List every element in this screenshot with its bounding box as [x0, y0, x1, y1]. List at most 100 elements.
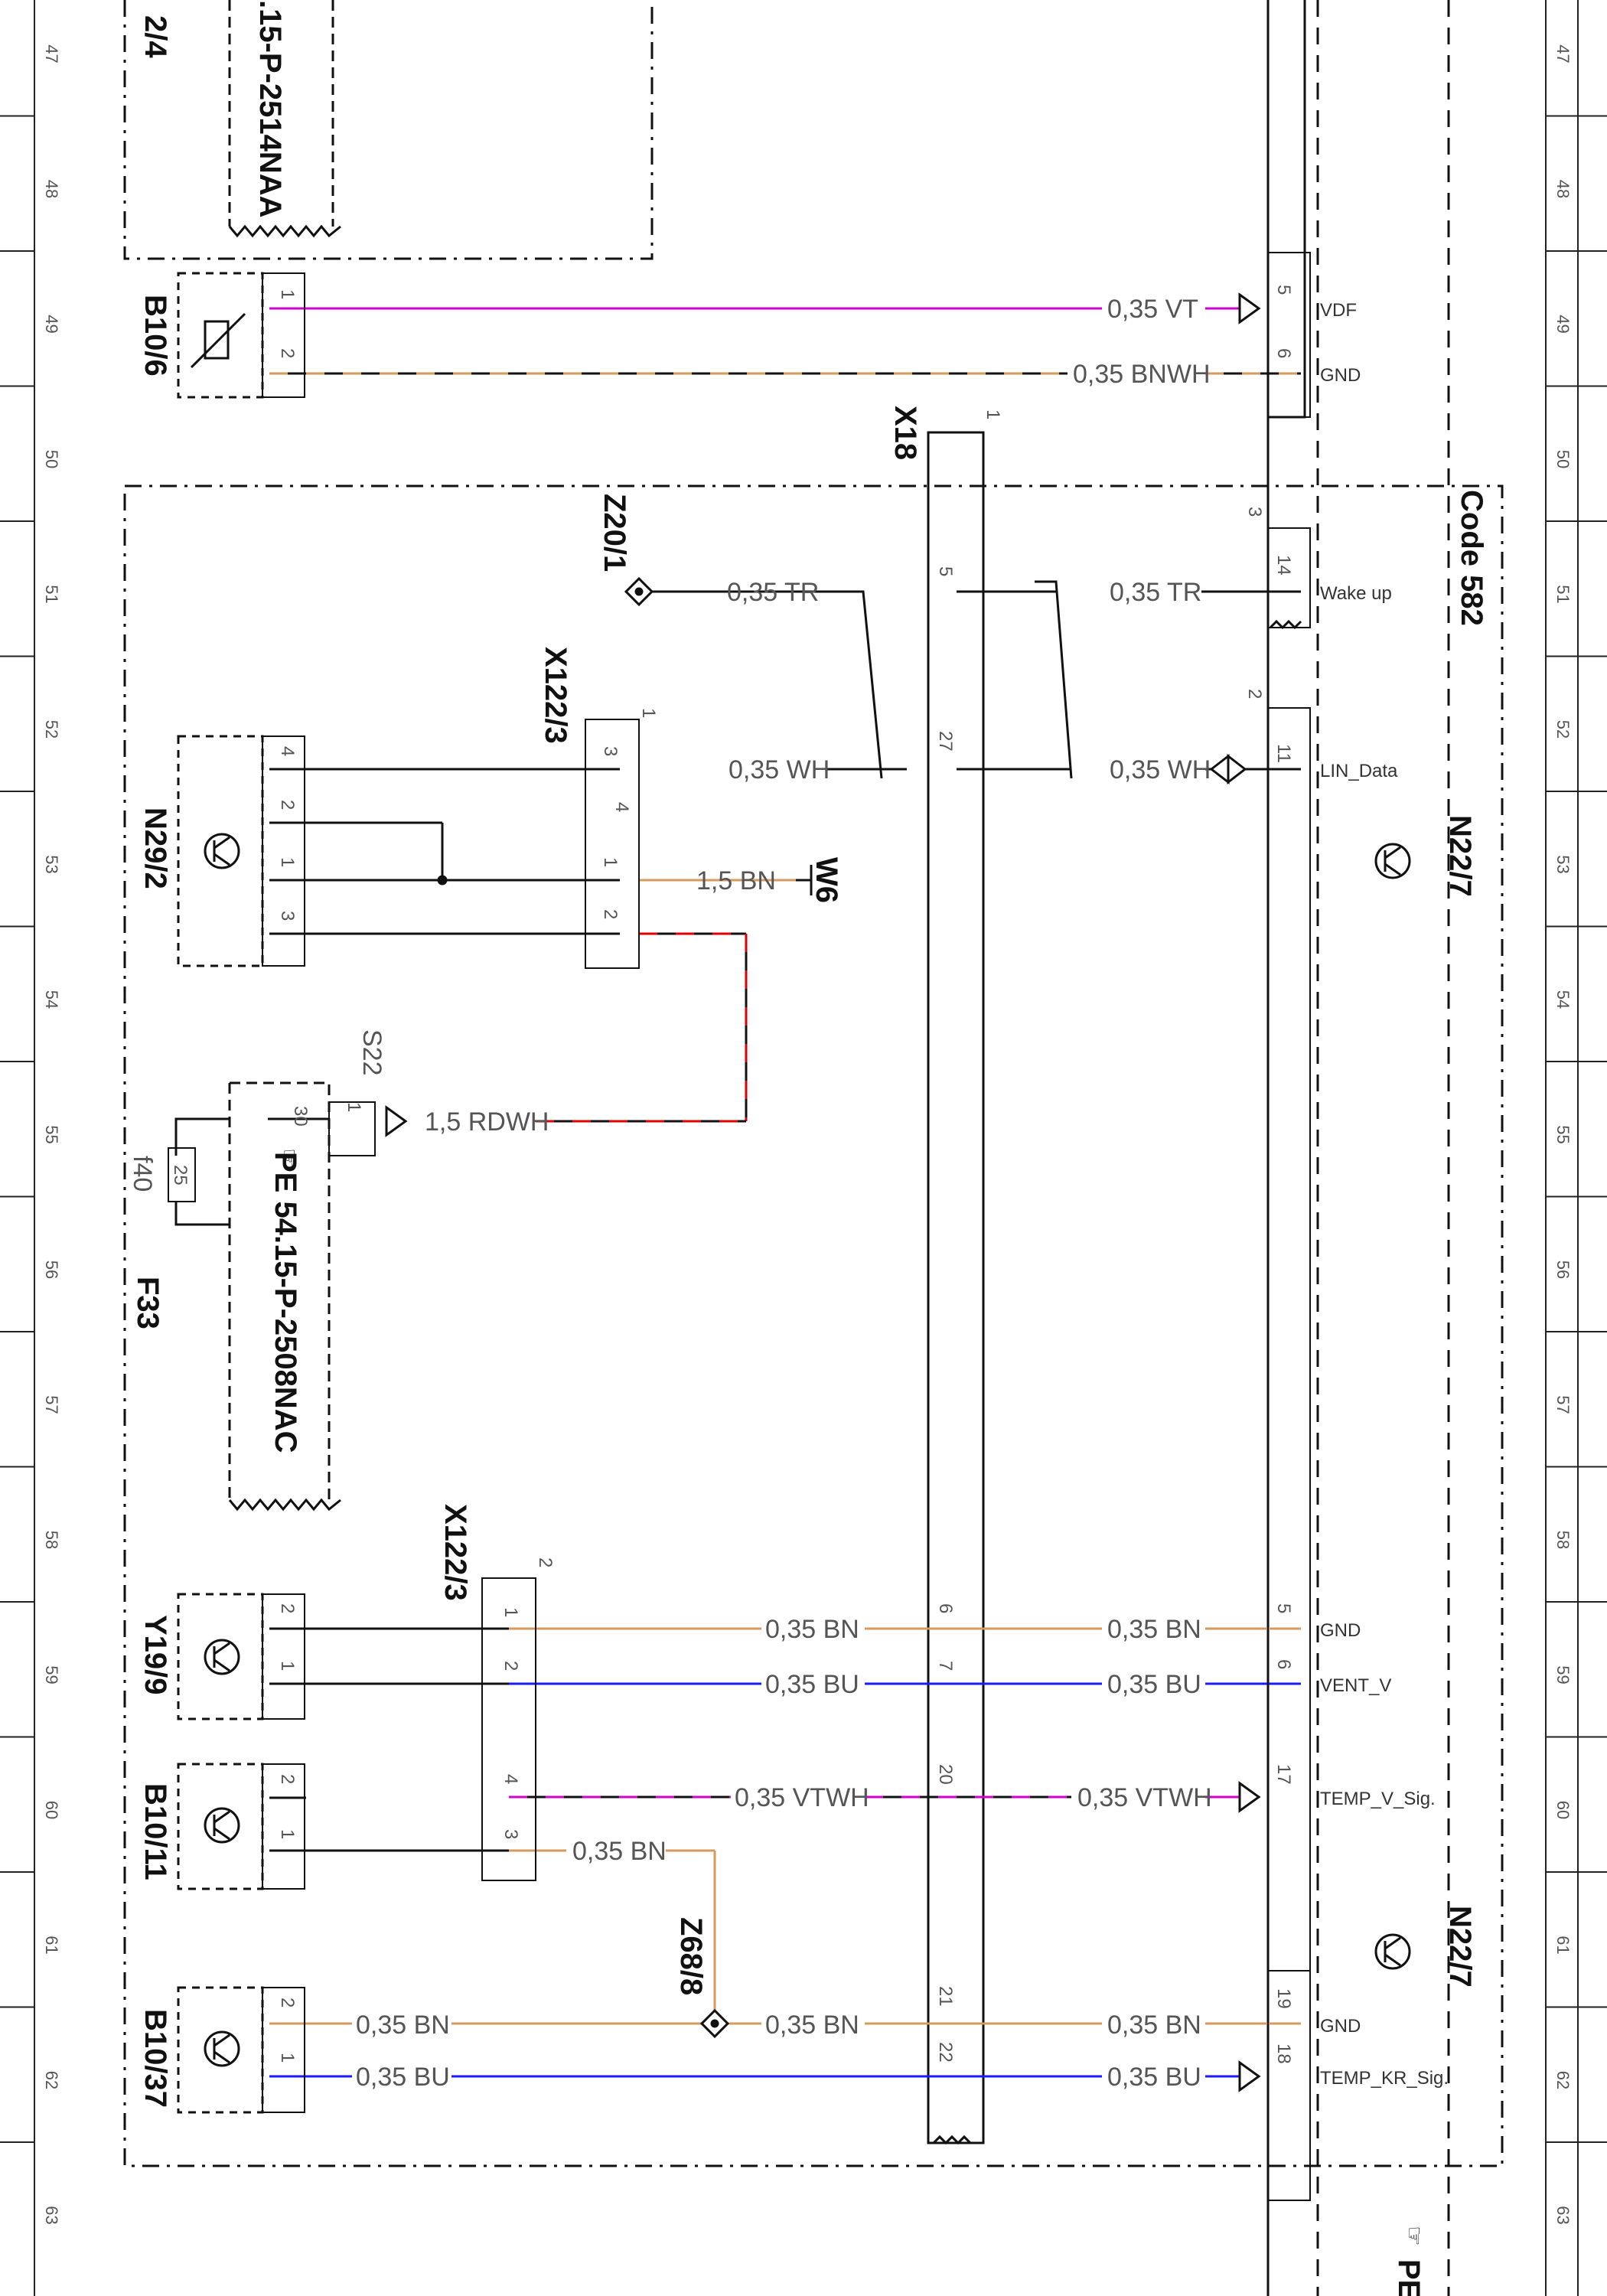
pin-labels: 1 2 5 6 1 5 27 3 14 2 11 1 3 4 1 2 4 2 1… [277, 285, 1294, 2064]
label-b10-37: B10/37 [139, 2009, 172, 2108]
transistor-icon [204, 2030, 240, 2067]
pin: 11 [1273, 744, 1294, 763]
signal-lin: LIN_Data [1320, 761, 1398, 781]
signal-gnd-58: GND [1320, 1620, 1361, 1641]
colored-wires [269, 307, 1301, 2078]
hand-pointer-icon: ☞ [276, 1148, 302, 1169]
pin: 4 [611, 802, 632, 812]
grid-row-label: 52 [42, 720, 61, 739]
grid-row-label: 53 [42, 855, 61, 873]
transistor-icon [204, 1639, 240, 1675]
signal-labels: VDF GND Wake up LIN_Data GND VENT_V TEMP… [1320, 300, 1449, 2089]
pin: 2 [500, 1661, 521, 1671]
label-pe-ref: PE 54.15-P-2508NAC [269, 1152, 302, 1453]
pin: 3 [277, 911, 298, 921]
grid-row-label: 59 [1553, 1665, 1573, 1684]
grid-row-label: 63 [1553, 2206, 1573, 2224]
transistor-icon [204, 1807, 240, 1844]
pin: 2 [277, 1774, 298, 1784]
grid-row-label: 58 [42, 1531, 61, 1549]
transistor-icon [1374, 1933, 1411, 1970]
grid-row-label: 61 [1553, 1936, 1573, 1954]
signal-vent: VENT_V [1320, 1675, 1391, 1696]
grid-ticks [0, 115, 1607, 2143]
label-n22-7-a: N22/7 [1443, 815, 1477, 897]
pin: 1 [277, 857, 298, 867]
pin: 2 [277, 348, 298, 358]
grid-row-label: 57 [1553, 1395, 1573, 1414]
pointer-icons: ☞ ☞ [276, 1148, 1426, 2246]
grid-row-label: 55 [1553, 1125, 1573, 1143]
grid-row-label: 47 [1553, 44, 1573, 63]
transistor-icon [1374, 843, 1411, 879]
pin: 3 [500, 1829, 521, 1839]
grid-row-label: 53 [1553, 855, 1573, 873]
pin: 27 [935, 731, 956, 752]
grid-row-label: 47 [42, 44, 61, 63]
grid-row-label: 48 [42, 180, 61, 198]
wire-bn-61-b: 0,35 BN [765, 2011, 859, 2040]
transistor-icon [204, 833, 240, 869]
signal-gnd-61: GND [1320, 2016, 1361, 2037]
splices [624, 576, 730, 2039]
pin: 2 [277, 800, 298, 810]
pin: 1 [277, 1829, 298, 1839]
wire-bnwh-top: 0,35 BNWH [1073, 360, 1211, 389]
label-z20-1: Z20/1 [598, 494, 631, 572]
label-s22: S22 [357, 1029, 386, 1076]
arrows [385, 292, 1261, 2092]
pin: 3 [1244, 507, 1265, 517]
wire-wh-left: 0,35 WH [729, 755, 830, 784]
wire-bu-62-b: 0,35 BU [1107, 2063, 1201, 2092]
label-f40: f40 [128, 1156, 157, 1192]
pin: 5 [1273, 285, 1294, 295]
label-top-doc: .15-P-2514NAA [253, 0, 287, 218]
pin: 1 [600, 857, 621, 867]
label-x122-3-a: X122/3 [539, 647, 572, 744]
wire-vtwh-left: 0,35 VTWH [735, 1783, 869, 1812]
wire-bn-61-c: 0,35 BN [1107, 2011, 1201, 2040]
pin: 6 [1273, 1659, 1294, 1669]
label-z68-8: Z68/8 [674, 1917, 708, 1995]
label-w6: W6 [810, 857, 843, 903]
pin: 2 [277, 1998, 298, 2007]
label-top-ref: 2/4 [139, 15, 172, 58]
wire-wh-right: 0,35 WH [1110, 755, 1211, 784]
pin: 22 [935, 2042, 956, 2063]
black-wires [174, 0, 1306, 2296]
grid-row-label: 60 [42, 1801, 61, 1819]
label-x18: X18 [888, 406, 922, 460]
pin: 17 [1273, 1764, 1294, 1785]
wire-bn-w6: 1,5 BN [696, 866, 776, 895]
grid-row-label: 49 [42, 315, 61, 333]
pin: 5 [935, 566, 956, 576]
pin: 1 [638, 708, 659, 718]
pin: 21 [935, 1986, 956, 2007]
pin: 14 [1273, 555, 1294, 576]
pin: 2 [1244, 689, 1265, 699]
label-x122-3-b: X122/3 [438, 1504, 472, 1601]
label-code: Code 582 [1455, 490, 1488, 626]
wire-tr-right: 0,35 TR [1110, 578, 1201, 607]
wire-bu-58-left: 0,35 BU [765, 1670, 859, 1699]
wire-bn-58-left: 0,35 BN [765, 1615, 859, 1644]
grid-row-label: 56 [42, 1261, 61, 1279]
component-symbols [190, 312, 1411, 2067]
connector-housings [168, 252, 1311, 2201]
pin: 1 [277, 2053, 298, 2063]
grid-strips [34, 0, 1579, 2296]
grid-row-label: 49 [1553, 315, 1573, 333]
wire-bu-58-right: 0,35 BU [1107, 1670, 1201, 1699]
pin: 6 [1273, 348, 1294, 358]
wire-bn-58-right: 0,35 BN [1107, 1615, 1201, 1644]
pin: 4 [500, 1774, 521, 1784]
label-n29-2: N29/2 [139, 807, 172, 889]
grid-row-label: 63 [42, 2206, 61, 2224]
dashed-frames [123, 0, 1504, 2296]
pin: 3 [600, 746, 621, 756]
grid-row-label: 58 [1553, 1531, 1573, 1549]
label-y19-9: Y19/9 [139, 1615, 172, 1695]
wire-bn-61-a: 0,35 BN [356, 2011, 450, 2040]
